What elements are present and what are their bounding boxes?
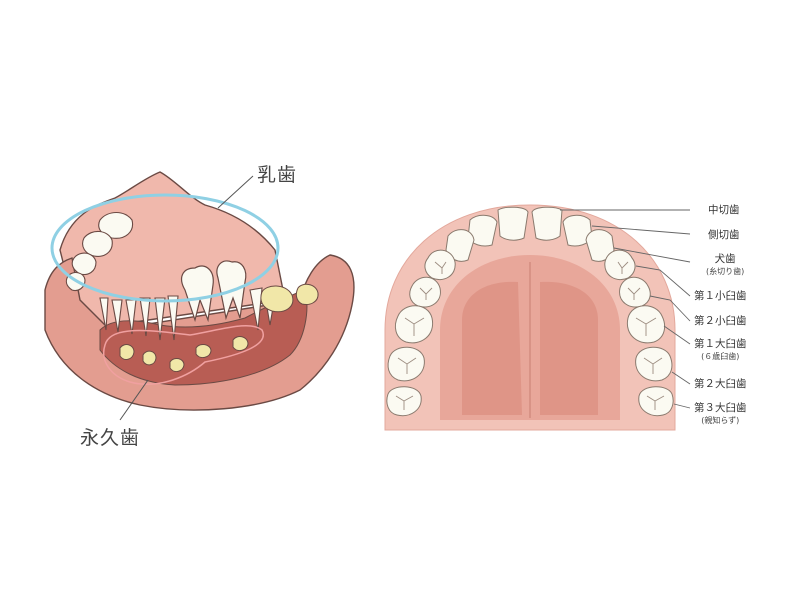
label-first-premolar: 第１小臼歯	[694, 290, 747, 302]
primary-teeth-label: 乳歯	[257, 164, 298, 186]
permanent-leader-line	[119, 379, 149, 421]
primary-teeth-row	[99, 287, 277, 341]
label-second-premolar: 第２小臼歯	[694, 315, 747, 327]
permanent-teeth-label: 永久歯	[80, 427, 141, 449]
primary-leader-line	[217, 175, 254, 209]
label-lateral-incisor: 側切歯	[708, 229, 740, 241]
child-jaw-illustration	[44, 171, 355, 421]
palate-right-lobe	[540, 281, 598, 415]
label-first-molar: 第１大臼歯 (６歳臼歯)	[694, 338, 747, 361]
permanent-tooth-buds	[119, 283, 319, 373]
permanent-teeth-highlight	[103, 324, 265, 385]
label-third-molar: 第３大臼歯 (親知らず)	[694, 402, 747, 425]
label-leader-lines	[560, 209, 691, 409]
palate-left-lobe	[462, 281, 522, 415]
label-canine: 犬歯 (糸切り歯)	[706, 253, 745, 276]
upper-teeth	[386, 206, 674, 417]
upper-arch-illustration	[384, 204, 691, 431]
label-second-molar: 第２大臼歯	[694, 378, 747, 390]
label-central-incisor: 中切歯	[708, 204, 740, 216]
molar-grooves	[395, 261, 665, 410]
molar	[181, 265, 214, 323]
primary-teeth-highlight	[50, 193, 280, 303]
